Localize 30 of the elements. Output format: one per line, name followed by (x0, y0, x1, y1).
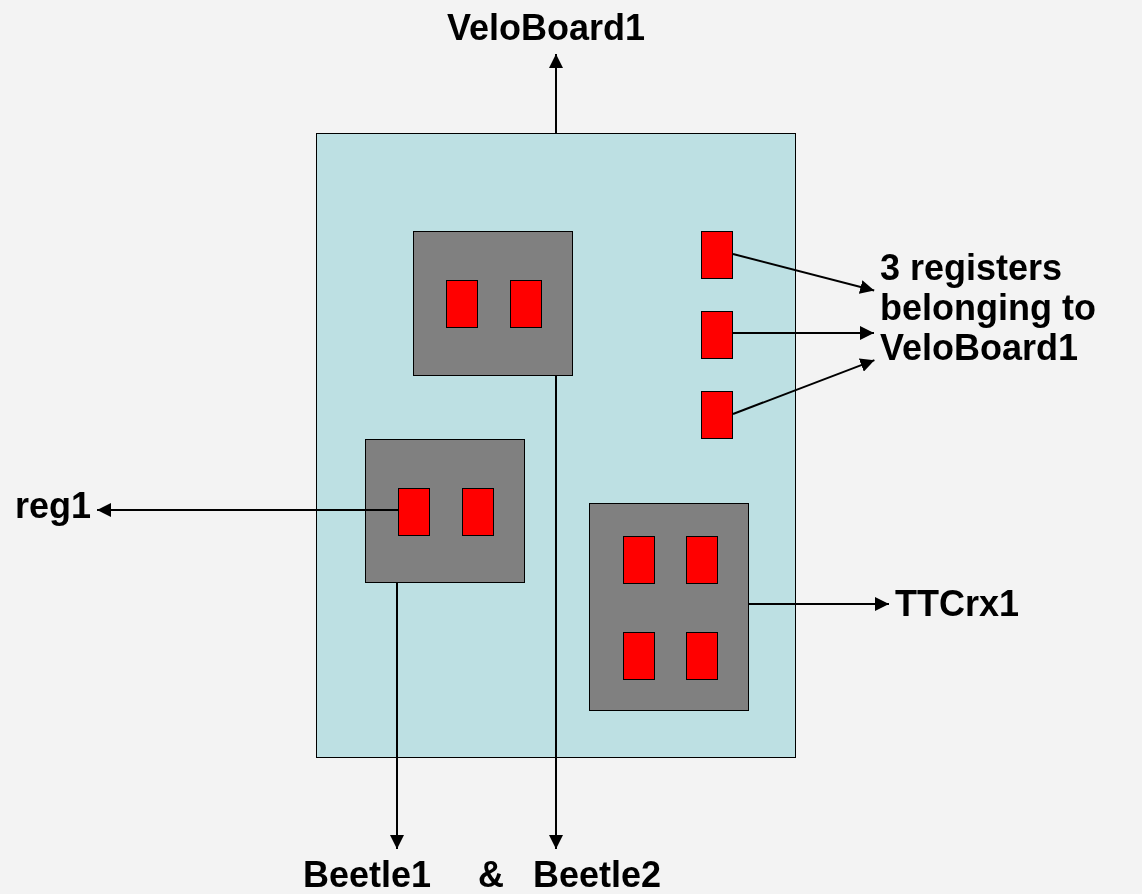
leader-arrow (96, 503, 399, 517)
register (686, 536, 718, 584)
label-text: Beetle2 (533, 855, 662, 894)
label-text: Beetle1 (303, 855, 432, 894)
register (701, 391, 733, 439)
leader-arrow (732, 358, 876, 415)
leader-arrow (549, 375, 563, 850)
register (686, 632, 718, 680)
leader-arrow (732, 253, 876, 294)
chip (589, 503, 749, 711)
chip (365, 439, 525, 583)
leader-arrow (390, 582, 404, 850)
register (623, 536, 655, 584)
register (510, 280, 542, 328)
label-text: reg1 (15, 486, 92, 526)
register (701, 231, 733, 279)
label-text: 3 registers belonging to VeloBoard1 (880, 248, 1142, 368)
leader-arrow (748, 597, 890, 611)
register (398, 488, 430, 536)
label-text: TTCrx1 (895, 584, 1020, 624)
register (446, 280, 478, 328)
circuit-board (316, 133, 796, 758)
label-text: VeloBoard1 (447, 8, 646, 48)
leader-arrow (732, 326, 875, 340)
register (623, 632, 655, 680)
label-text: & (478, 855, 504, 894)
leader-arrow (549, 53, 563, 134)
chip (413, 231, 573, 376)
register (462, 488, 494, 536)
register (701, 311, 733, 359)
